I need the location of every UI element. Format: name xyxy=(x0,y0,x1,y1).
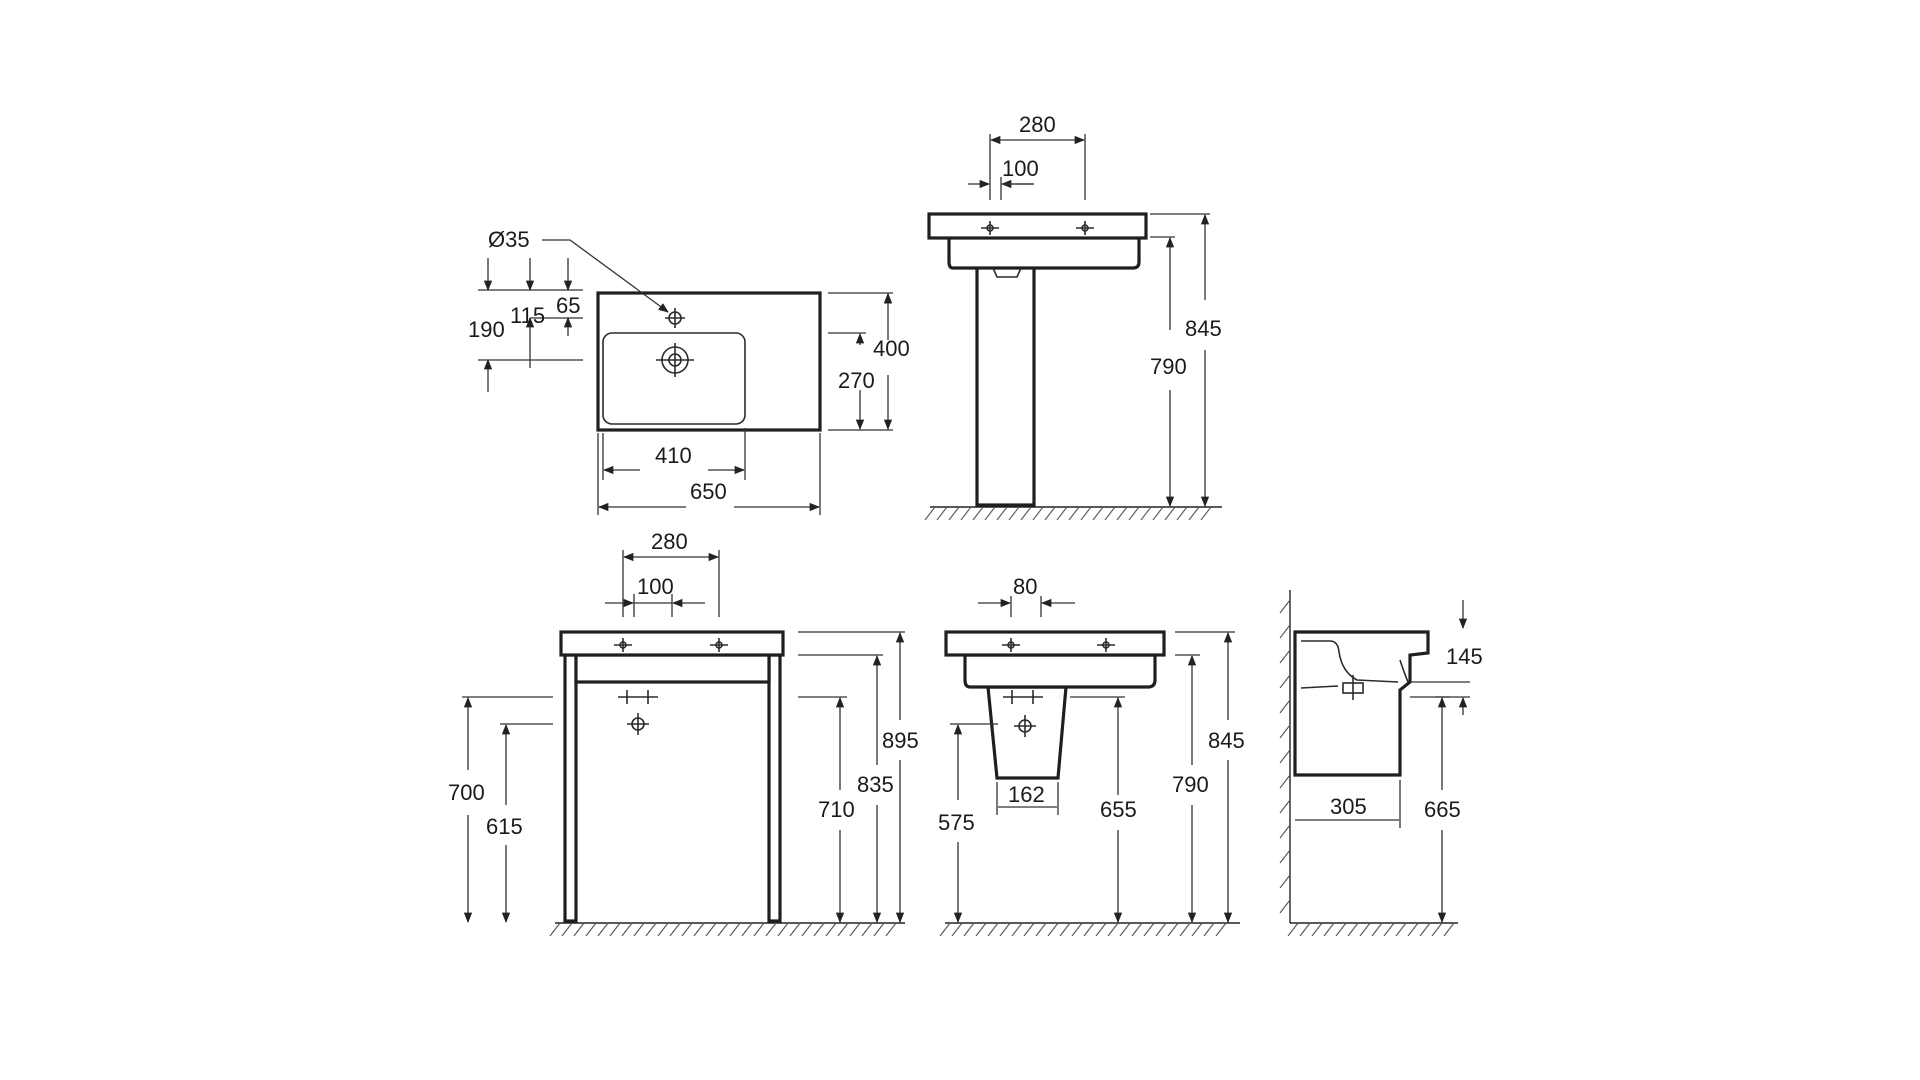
dim-100: 100 xyxy=(1002,156,1039,181)
dim-835: 835 xyxy=(857,772,894,797)
dim-305: 305 xyxy=(1330,794,1367,819)
tap-hole-icon xyxy=(981,221,999,235)
dim-280: 280 xyxy=(1019,112,1056,137)
semi-pedestal-view: 80 162 575 655 790 845 xyxy=(938,574,1245,937)
tap-hole-icon xyxy=(1002,638,1020,652)
hole-diameter-label: Ø35 xyxy=(488,227,530,252)
side-bowl-profile xyxy=(1300,640,1399,689)
dim-575: 575 xyxy=(938,810,975,835)
dim-895: 895 xyxy=(882,728,919,753)
basin-outline-top xyxy=(596,291,822,432)
dim-162: 162 xyxy=(1008,782,1045,807)
dim-280: 280 xyxy=(651,529,688,554)
dim-790: 790 xyxy=(1150,354,1187,379)
pedestal-column xyxy=(975,260,1036,507)
tap-hole-icon xyxy=(614,638,632,652)
semi-pedestal-basin-rim xyxy=(944,630,1166,657)
dim-790: 790 xyxy=(1172,772,1209,797)
dim-615: 615 xyxy=(486,814,523,839)
side-view: 145 305 665 xyxy=(1279,590,1483,937)
pedestal-basin-body xyxy=(947,235,1141,270)
top-view: Ø35 190 115 65 400 270 410 65 xyxy=(468,227,910,515)
ground-hatch xyxy=(1287,922,1455,937)
console-view: 280 100 700 615 710 835 895 xyxy=(448,529,919,937)
dim-665: 665 xyxy=(1424,797,1461,822)
dim-145: 145 xyxy=(1446,644,1483,669)
dim-400: 400 xyxy=(873,336,910,361)
dim-190: 190 xyxy=(468,317,505,342)
drain-icon xyxy=(1003,690,1043,737)
tap-hole-icon xyxy=(665,308,685,328)
dim-65: 65 xyxy=(556,293,580,318)
tap-hole-icon xyxy=(1076,221,1094,235)
wall-hatch xyxy=(1279,599,1291,914)
console-frame xyxy=(574,653,771,684)
pedestal-basin-rim xyxy=(927,212,1148,240)
dim-845: 845 xyxy=(1208,728,1245,753)
tap-hole-icon xyxy=(1097,638,1115,652)
ground-hatch xyxy=(924,506,1212,521)
dim-115: 115 xyxy=(510,303,545,328)
console-basin-rim xyxy=(559,630,785,657)
semi-pedestal-basin-body xyxy=(963,653,1157,689)
dim-650: 650 xyxy=(690,479,727,504)
pedestal-view: 280 100 790 845 xyxy=(924,112,1222,521)
dim-100: 100 xyxy=(637,574,674,599)
dim-410: 410 xyxy=(655,443,692,468)
bowl-outline-top xyxy=(602,332,746,425)
side-overflow xyxy=(1399,659,1409,683)
tap-hole-icon xyxy=(710,638,728,652)
dim-845: 845 xyxy=(1185,316,1222,341)
console-leg-left xyxy=(563,653,578,923)
dim-710: 710 xyxy=(818,797,855,822)
ground-hatch xyxy=(549,922,897,937)
dim-80: 80 xyxy=(1013,574,1037,599)
drain-icon xyxy=(656,343,694,377)
ground-hatch xyxy=(939,922,1227,937)
dim-270: 270 xyxy=(838,368,875,393)
drain-icon xyxy=(618,690,658,735)
side-basin-profile xyxy=(1293,630,1430,777)
dim-700: 700 xyxy=(448,780,485,805)
console-leg-right xyxy=(767,653,782,923)
dim-655: 655 xyxy=(1100,797,1137,822)
semi-pedestal-body xyxy=(986,685,1068,780)
